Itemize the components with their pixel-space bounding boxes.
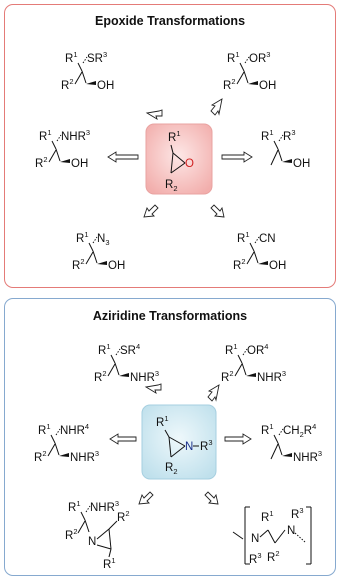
svg-text:OH: OH [269,260,286,272]
svg-text:OH: OH [293,158,310,170]
svg-text:NHR3: NHR3 [70,449,99,464]
arrow-up-left [144,383,162,395]
svg-text:OH: OH [108,260,125,272]
aziridine-arrows [109,383,252,505]
svg-text:N: N [88,536,96,548]
epoxide-arrows [107,98,253,218]
svg-text:R1: R1 [261,422,273,437]
svg-text:CH2R4: CH2R4 [283,422,316,439]
arrow-left [109,433,137,445]
svg-text:R2: R2 [34,449,46,464]
svg-text:R1: R1 [65,50,77,65]
svg-text:R2: R2 [35,155,47,170]
svg-text:R3: R3 [283,128,295,143]
aziridine-n-atom: N [185,441,193,453]
svg-text:R2: R2 [221,369,233,384]
product-thioether: R1 SR3 R2 OH [61,50,114,92]
product-diamine: R1 NHR4 R2 NHR3 [34,422,99,464]
epoxide-scheme: R1 O R2 R1 SR3 R2 OH [35,50,310,272]
svg-text:R2: R2 [72,257,84,272]
svg-text:R1: R1 [39,128,51,143]
product-aziridinyl-amine: R1 NHR3 R2 N R2 R1 [65,499,129,571]
svg-text:R1: R1 [237,230,249,245]
svg-text:NHR3: NHR3 [90,499,119,514]
arrow-up-left [145,109,163,121]
product-ether: R1 OR3 R2 OH [223,50,276,92]
svg-text:NHR4: NHR4 [60,422,89,437]
svg-text:NHR3: NHR3 [61,128,90,143]
svg-text:R2: R2 [117,509,129,524]
product-azidoalcohol: R1 N3 R2 OH [72,230,125,272]
svg-text:N: N [287,525,295,537]
svg-text:R3: R3 [249,551,261,566]
svg-text:R3: R3 [291,506,303,521]
arrow-down-right [210,204,225,218]
svg-text:R1: R1 [98,342,110,357]
svg-text:R2: R2 [267,549,279,564]
product-alkoxyamine: R1 OR4 R2 NHR3 [221,342,286,384]
svg-text:N3: N3 [97,233,109,247]
svg-text:R1: R1 [38,422,50,437]
arrow-down-left [143,204,159,218]
epoxide-panel-title: Epoxide Transformations [94,14,246,28]
arrow-down-left [138,491,154,505]
svg-text:R1: R1 [68,499,80,514]
epoxide-o-atom: O [185,158,194,170]
svg-text:OH: OH [97,80,114,92]
svg-text:OH: OH [259,80,276,92]
svg-text:OR4: OR4 [247,342,268,357]
product-thioamine: R1 SR4 R2 NHR3 [94,342,159,384]
aziridine-scheme: R1 N R3 R2 R1 SR4 R2 [34,342,322,571]
arrow-right [221,151,253,163]
product-polyamine: N R3 R1 R2 N R3 [232,506,312,566]
arrow-left [107,151,139,163]
aziridine-panel-title: Aziridine Transformations [92,309,248,323]
svg-text:R2: R2 [61,77,73,92]
product-cyanohydrin: R1 CN R2 OH [233,230,286,272]
aziridine-center: R1 N R3 R2 [141,404,217,480]
arrow-up-right [210,98,223,116]
product-alkylated-amine: R1 CH2R4 NHR3 [261,422,322,464]
svg-text:R1: R1 [261,509,273,524]
svg-text:NHR3: NHR3 [293,449,322,464]
svg-text:R1: R1 [261,128,273,143]
epoxide-center: R1 O R2 [145,123,213,195]
svg-text:NHR3: NHR3 [257,369,286,384]
svg-text:CN: CN [259,233,276,245]
svg-text:R1: R1 [225,342,237,357]
arrow-right [224,433,252,445]
aziridine-panel: Aziridine Transformations R1 N R3 R2 [4,298,336,576]
product-alkylated-alcohol: R1 R3 OH [261,128,310,170]
product-aminoalcohol: R1 NHR3 R2 OH [35,128,90,170]
top-left-group: SR3 [87,50,107,65]
svg-text:N: N [251,533,259,545]
svg-text:R1: R1 [227,50,239,65]
svg-text:R2: R2 [233,257,245,272]
epoxide-panel: Epoxide Transformations R1 O R2 [4,4,336,288]
svg-text:R2: R2 [65,527,77,542]
svg-text:R2: R2 [223,77,235,92]
svg-text:SR4: SR4 [120,342,140,357]
svg-text:R1: R1 [103,556,115,571]
svg-text:OR3: OR3 [249,50,270,65]
arrow-up-right [207,384,220,402]
svg-text:OH: OH [71,158,88,170]
svg-text:R1: R1 [76,230,88,245]
arrow-down-right [204,491,219,505]
svg-text:R2: R2 [94,369,106,384]
svg-text:NHR3: NHR3 [130,369,159,384]
